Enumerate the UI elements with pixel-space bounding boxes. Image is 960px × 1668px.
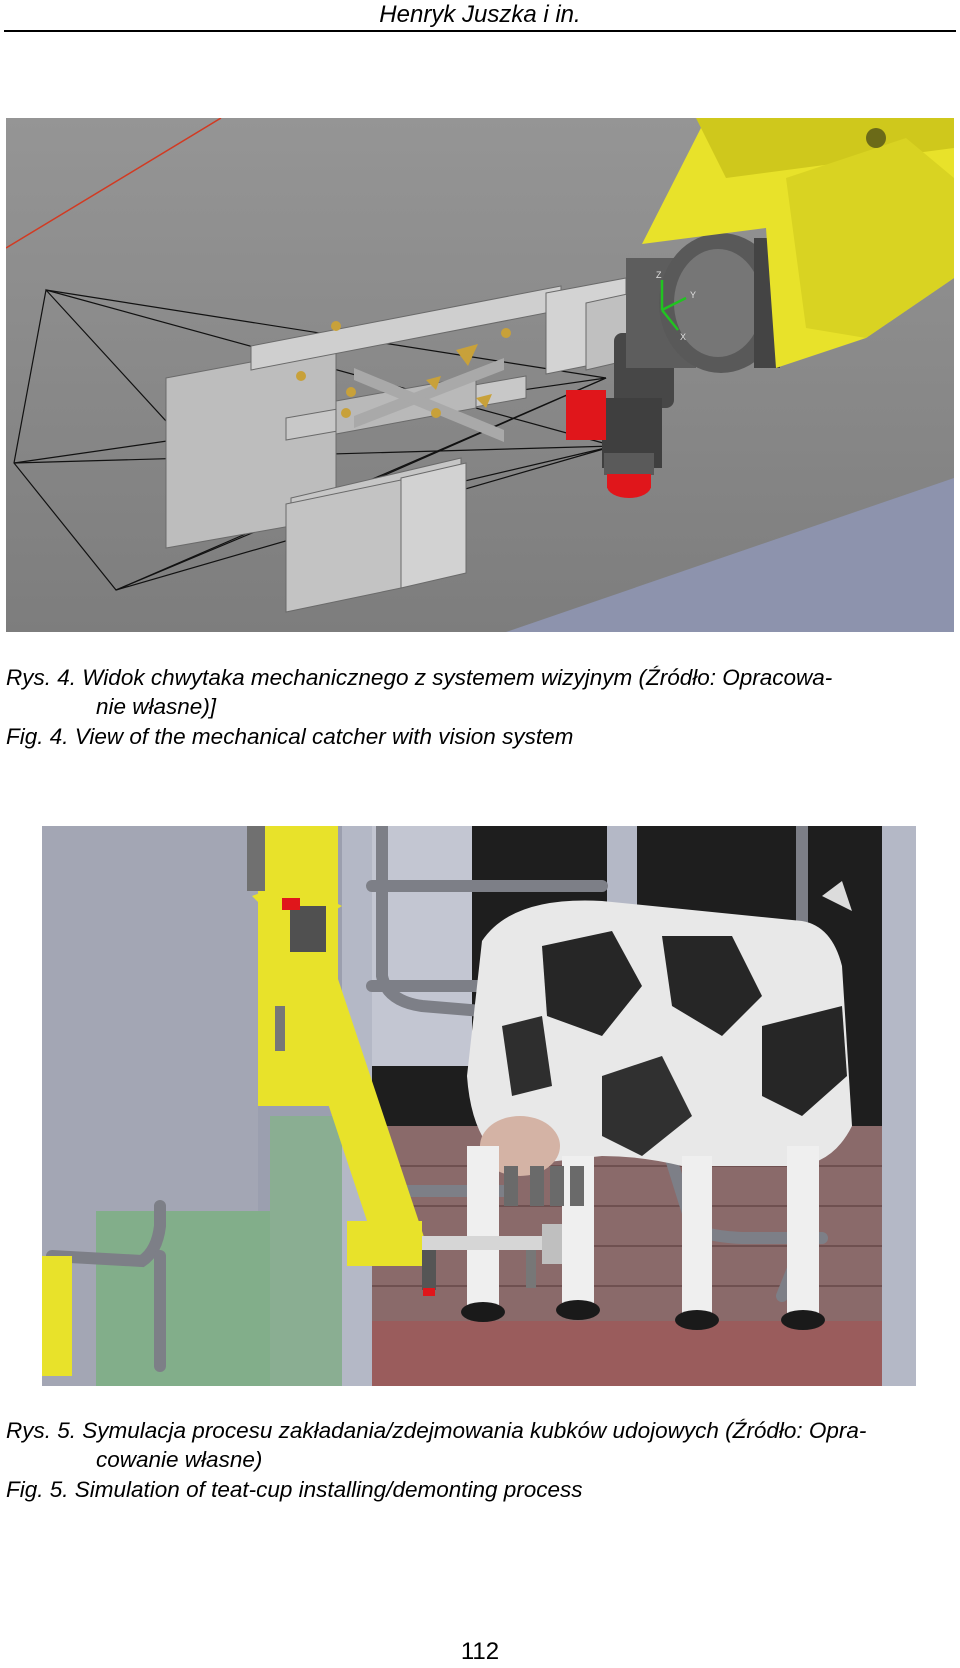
robot-base-lower: [42, 1256, 72, 1376]
robot-arm-yellow: [642, 118, 954, 368]
figure-5-caption-pl: Rys. 5. Symulacja procesu zakładania/zde…: [6, 1416, 954, 1474]
figure-4-caption-pl: Rys. 4. Widok chwytaka mechanicznego z s…: [6, 663, 954, 721]
header-authors: Henryk Juszka i in.: [379, 1, 581, 28]
axis-x-label: X: [680, 332, 686, 342]
figure-5-caption-en: Fig. 5. Simulation of teat-cup installin…: [6, 1477, 583, 1502]
axis-z-label: Z: [656, 270, 662, 280]
figure-4-caption-pl-line1: Rys. 4. Widok chwytaka mechanicznego z s…: [6, 665, 833, 690]
figure-4-caption-pl-line2: nie własne)]: [96, 694, 217, 719]
gripper-fingers: [165, 277, 647, 613]
green-column: [270, 1116, 346, 1386]
coordinate-axes: Z Y X: [656, 270, 696, 342]
reference-line: [6, 118, 222, 249]
floor-plane: [506, 478, 954, 632]
axis-y-label: Y: [690, 290, 696, 300]
figure-4-caption-en: Fig. 4. View of the mechanical catcher w…: [6, 724, 574, 749]
teat-cups: [504, 1166, 584, 1206]
figure-5-caption-pl-line1: Rys. 5. Symulacja procesu zakładania/zde…: [6, 1418, 867, 1443]
floor-grid: [372, 1165, 916, 1287]
robot-gripper: [422, 1224, 562, 1296]
running-header: Henryk Juszka i in.: [0, 0, 960, 32]
header-rule: [4, 30, 956, 32]
figure-5-caption-pl-line2: cowanie własne): [96, 1447, 263, 1472]
figure-5-render: [42, 826, 916, 1386]
cable-duct: [247, 826, 265, 891]
robot-arm-yellow: [252, 881, 427, 1266]
screws: [296, 321, 511, 418]
page-number: 112: [460, 1638, 500, 1665]
udder: [480, 1116, 560, 1176]
cow-model: [461, 881, 852, 1330]
figure-4-render: Z Y X: [6, 118, 954, 632]
